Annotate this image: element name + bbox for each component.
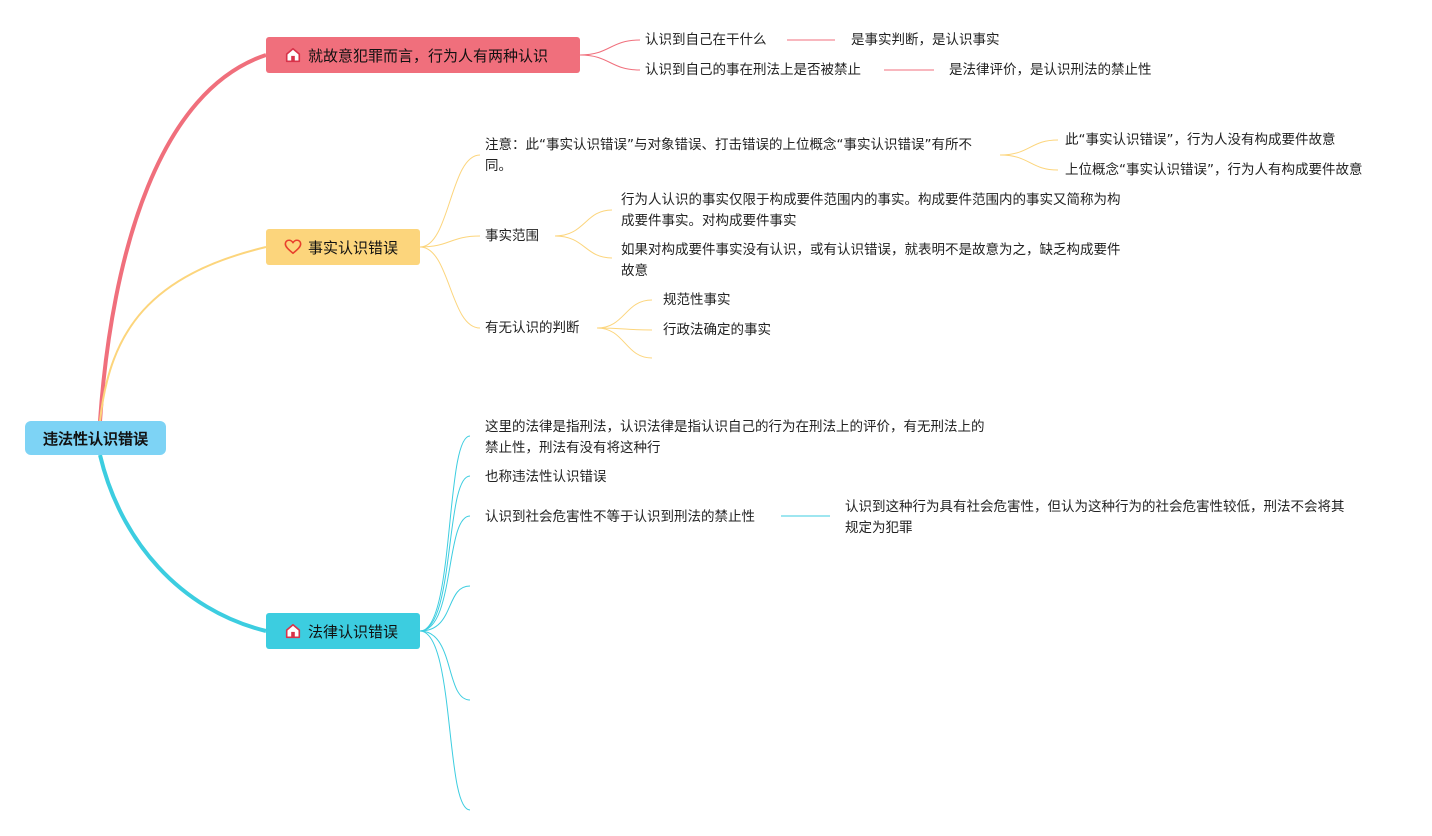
branch-intent-label: 就故意犯罪而言，行为人有两种认识 [308,46,549,65]
intent-item-1[interactable]: 认识到自己在干什么 [645,32,767,48]
fact-judgment-item-1[interactable]: 规范性事实 [663,292,731,308]
fact-note-item-1[interactable]: 此“事实认识错误”，行为人没有构成要件故意 [1065,132,1336,148]
fact-scope-item-1[interactable]: 行为人认识的事实仅限于构成要件范围内的事实。构成要件范围内的事实又简称为构成要件… [621,192,1121,229]
branch-intent-node[interactable]: 就故意犯罪而言，行为人有两种认识 [266,37,580,73]
link-root-law [98,454,267,633]
branch-law-node[interactable]: 法律认识错误 [266,613,420,649]
fact-scope[interactable]: 事实范围 [485,228,539,244]
fact-judgment[interactable]: 有无认识的判断 [485,320,580,336]
law-item-3-detail[interactable]: 认识到这种行为具有社会危害性，但认为这种行为的社会危害性较低，刑法不会将其规定为… [845,499,1345,536]
intent-item-2[interactable]: 认识到自己的事在刑法上是否被禁止 [645,62,861,78]
heart-icon [284,239,302,255]
link-root-intent [98,53,267,422]
fact-note-item-2[interactable]: 上位概念“事实认识错误”，行为人有构成要件故意 [1065,162,1363,178]
law-item-3[interactable]: 认识到社会危害性不等于认识到刑法的禁止性 [485,509,755,525]
branch-law-label: 法律认识错误 [308,622,399,641]
intent-item-1-detail[interactable]: 是事实判断，是认识事实 [851,32,1000,48]
link-root-fact [99,246,267,422]
branch-fact-node[interactable]: 事实认识错误 [266,229,420,265]
root-node[interactable]: 违法性认识错误 [25,421,166,455]
law-item-2[interactable]: 也称违法性认识错误 [485,469,607,485]
house-icon [285,47,301,63]
law-item-1[interactable]: 这里的法律是指刑法，认识法律是指认识自己的行为在刑法上的评价，有无刑法上的禁止性… [485,419,985,456]
fact-judgment-item-2[interactable]: 行政法确定的事实 [663,322,771,338]
root-label: 违法性认识错误 [42,429,148,448]
branch-fact-label: 事实认识错误 [308,238,399,257]
fact-scope-item-2[interactable]: 如果对构成要件事实没有认识，或有认识错误，就表明不是故意为之，缺乏构成要件故意 [621,242,1121,279]
fact-note[interactable]: 注意：此“事实认识错误”与对象错误、打击错误的上位概念“事实认识错误”有所不同。 [485,137,972,174]
house-icon [285,623,301,639]
intent-item-2-detail[interactable]: 是法律评价，是认识刑法的禁止性 [949,62,1152,78]
